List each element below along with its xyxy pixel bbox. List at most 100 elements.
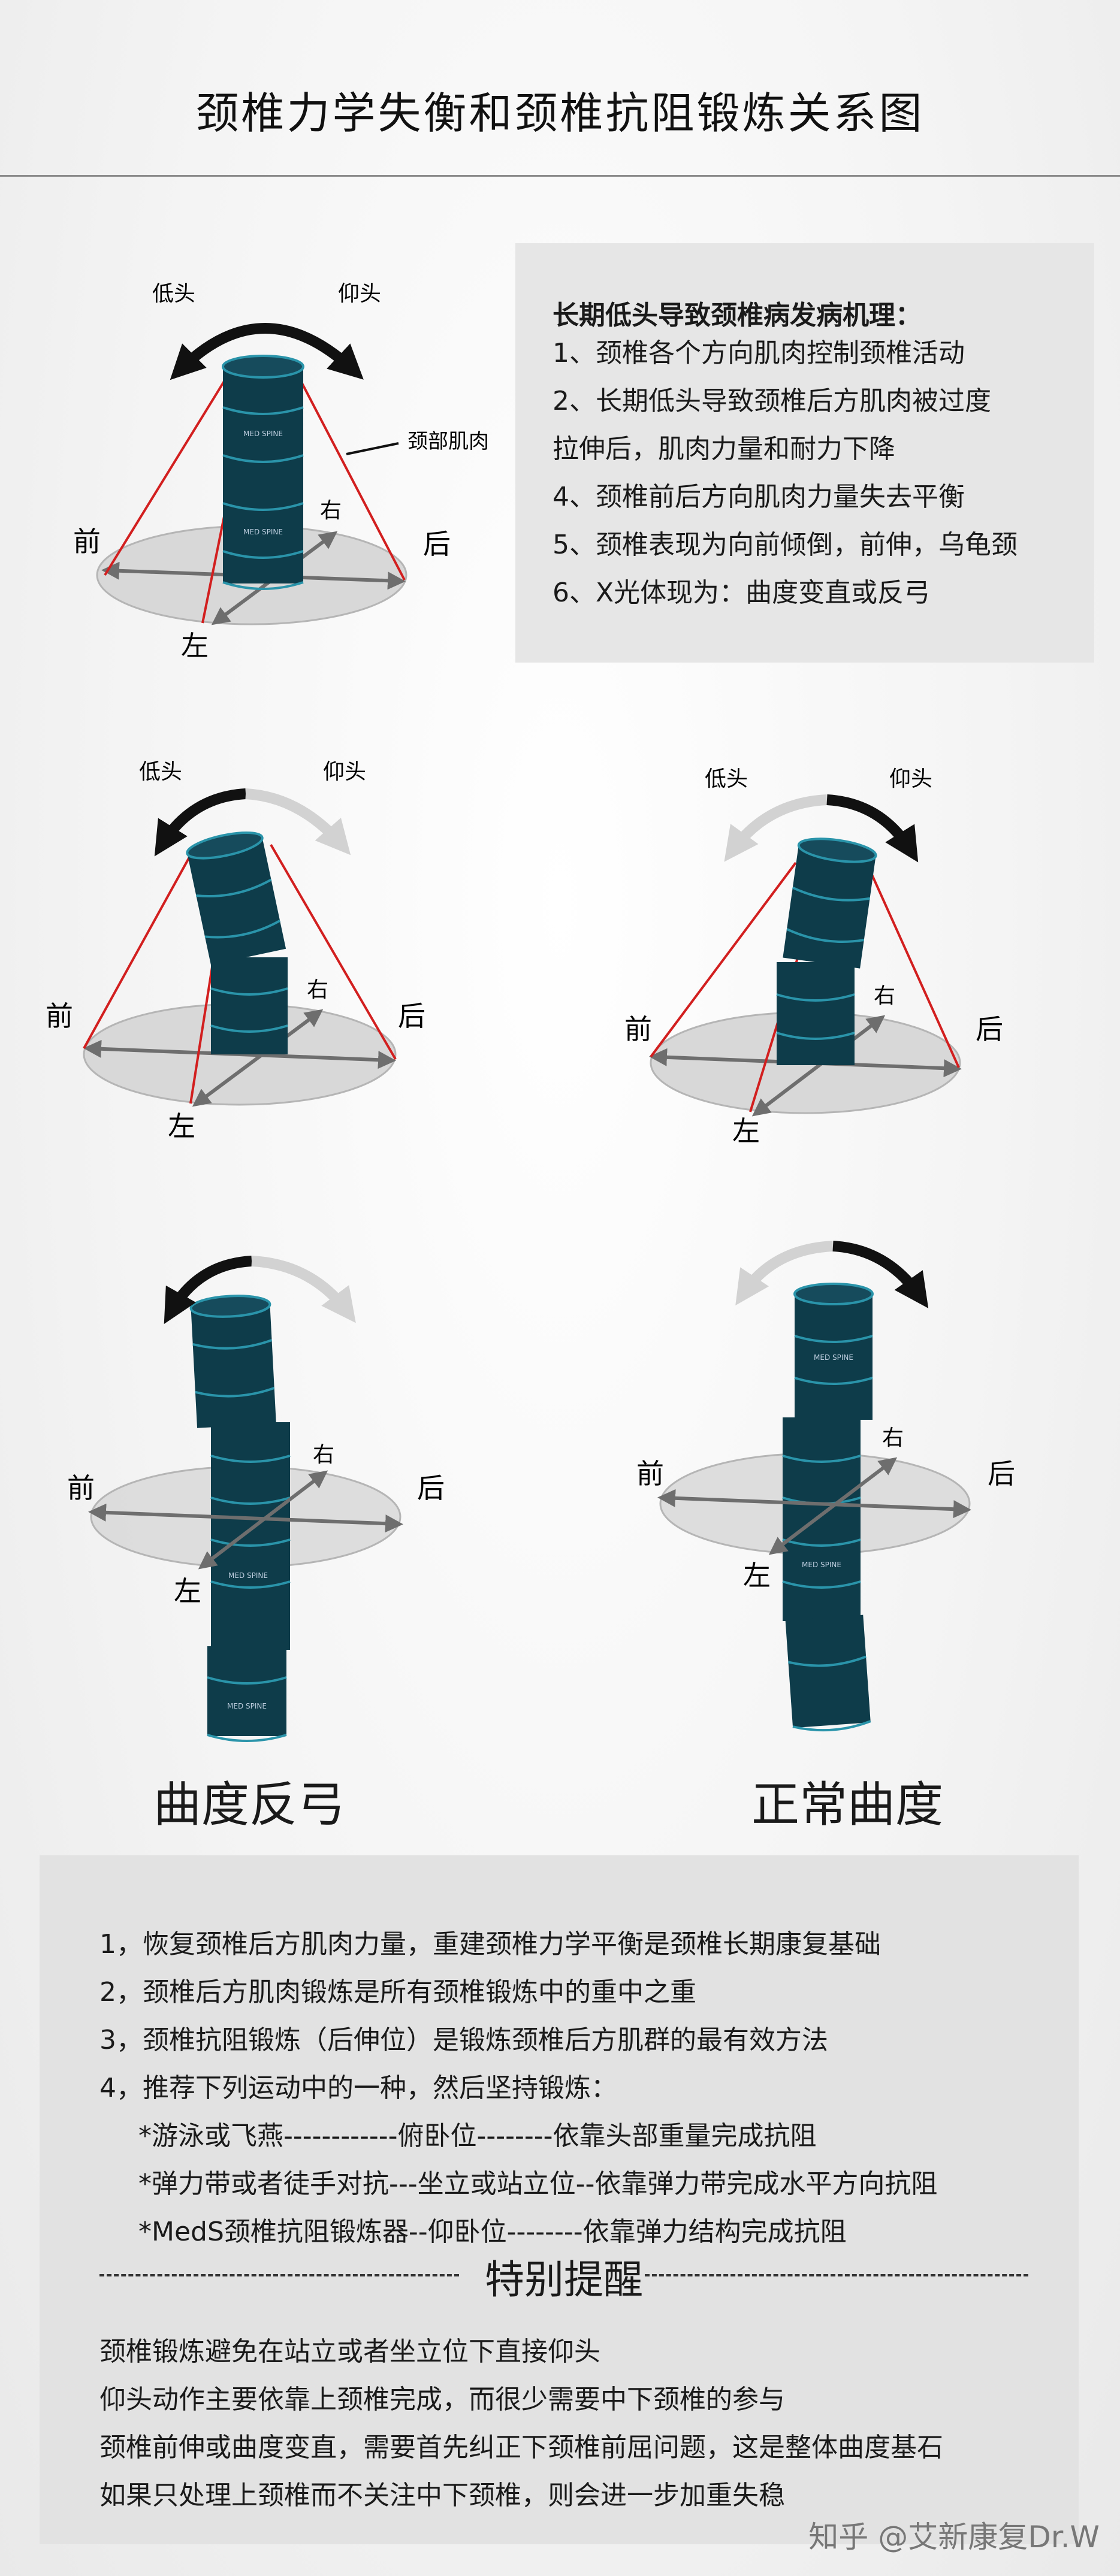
spine-disc-ring bbox=[222, 502, 304, 511]
rotation-arrow-light bbox=[724, 794, 828, 862]
normal-curve-caption: 正常曲度 bbox=[751, 1777, 943, 1833]
rotation-arrow bbox=[170, 323, 364, 380]
exercise-item: *弹力带或者徒手对抗---坐立或站立位--依靠弹力带完成水平方向抗阻 bbox=[138, 2169, 938, 2199]
uphead-label: 仰头 bbox=[338, 282, 381, 306]
reminder-note: 如果只处理上颈椎而不关注中下颈椎，则会进一步加重失稳 bbox=[99, 2480, 785, 2511]
mechanism-line: 1、颈椎各个方向肌肉控制颈椎活动 bbox=[553, 338, 965, 368]
spine-disc-ring bbox=[222, 454, 304, 463]
spine-disc-ring bbox=[210, 1580, 291, 1589]
back-label: 后 bbox=[976, 1013, 1003, 1045]
diagram-reverse-curve: MED SPINE MED SPINE 前 后 左 右 bbox=[67, 1256, 445, 1742]
page-title: 颈椎力学失衡和颈椎抗阻锻炼关系图 bbox=[195, 88, 925, 138]
front-muscle-line bbox=[104, 376, 228, 576]
muscle-label: 颈部肌肉 bbox=[407, 430, 489, 453]
brand-mark: MED SPINE bbox=[243, 430, 283, 438]
brand-mark: MED SPINE bbox=[243, 528, 283, 536]
muscle-pointer-line bbox=[346, 442, 399, 455]
back-muscle-line bbox=[865, 862, 960, 1068]
spine-top-cap bbox=[793, 1283, 874, 1305]
watermark: 知乎 @艾新康复Dr.W bbox=[808, 2520, 1100, 2554]
front-label: 前 bbox=[636, 1458, 664, 1490]
spine-diagrams: MED SPINE MED SPINE 低头 仰头 颈部肌肉 前 后 左 右 bbox=[46, 282, 1015, 1742]
uphead-label: 仰头 bbox=[889, 767, 932, 791]
spine-disc-ring bbox=[195, 1386, 275, 1398]
spine-lower bbox=[211, 957, 288, 1054]
diagram-neutral: MED SPINE MED SPINE 低头 仰头 颈部肌肉 前 后 左 右 bbox=[73, 282, 489, 662]
spine-disc-ring bbox=[192, 1339, 273, 1350]
spine-upper bbox=[783, 845, 876, 969]
special-reminder-title: 特别提醒 bbox=[485, 2257, 643, 2303]
lowhead-label: 低头 bbox=[152, 282, 195, 306]
lowhead-label: 低头 bbox=[139, 760, 182, 784]
front-label: 前 bbox=[46, 1000, 73, 1032]
back-label: 后 bbox=[423, 528, 451, 560]
spine-disc-ring bbox=[196, 878, 272, 897]
reminder-note: 仰头动作主要依靠上颈椎完成，而很少需要中下颈椎的参与 bbox=[99, 2384, 785, 2415]
spine-disc-ring bbox=[782, 1580, 861, 1589]
spine-disc-ring bbox=[776, 993, 855, 1002]
divider-dash-right bbox=[645, 2274, 1028, 2276]
right-label: 右 bbox=[874, 984, 895, 1008]
exercise-item: *游泳或飞燕------------俯卧位--------依靠头部重量完成抗阻 bbox=[138, 2121, 817, 2151]
mechanism-info-box: 长期低头导致颈椎病发病机理： 1、颈椎各个方向肌肉控制颈椎活动 2、长期低头导致… bbox=[515, 243, 1094, 663]
spine-disc-ring bbox=[222, 406, 304, 415]
spine-disc-ring bbox=[204, 920, 281, 939]
spine-lower bbox=[777, 962, 855, 1065]
left-right-axis bbox=[192, 1009, 324, 1107]
spine-disc-ring bbox=[207, 1676, 287, 1685]
back-label: 后 bbox=[988, 1458, 1015, 1490]
rotation-arrow-dark bbox=[154, 788, 246, 857]
right-label: 右 bbox=[320, 498, 342, 523]
cervical-spine-column bbox=[186, 831, 288, 1054]
spine-disc-ring bbox=[222, 581, 304, 590]
left-label: 左 bbox=[732, 1115, 760, 1147]
back-muscle-line bbox=[270, 843, 397, 1060]
left-right-axis bbox=[768, 1457, 898, 1555]
diagram-head-up: 低头 仰头 前 后 左 右 bbox=[624, 767, 1003, 1147]
spine-disc-ring bbox=[788, 1655, 867, 1667]
spine-top-cap bbox=[222, 355, 304, 379]
spine-upper bbox=[191, 1304, 276, 1428]
advice-point: 3，颈椎抗阻锻炼（后伸位）是锻炼颈椎后方肌群的最有效方法 bbox=[99, 2025, 828, 2055]
diagram-normal-curve: MED SPINE MED SPINE 前 后 左 右 bbox=[636, 1241, 1015, 1732]
rotation-arrow-light bbox=[251, 1256, 356, 1323]
brand-mark: MED SPINE bbox=[227, 1702, 267, 1710]
brand-mark: MED SPINE bbox=[228, 1571, 268, 1580]
spine-middle bbox=[783, 1417, 861, 1621]
reminder-note: 颈椎锻炼避免在站立或者坐立位下直接仰头 bbox=[99, 2336, 600, 2367]
left-right-axis bbox=[751, 1015, 886, 1117]
mechanism-line: 拉伸后，肌肉力量和耐力下降 bbox=[553, 434, 895, 464]
left-label: 左 bbox=[174, 1575, 201, 1607]
spine-disc-ring bbox=[207, 1734, 287, 1742]
uphead-label: 仰头 bbox=[323, 760, 366, 784]
cervical-spine-column: MED SPINE MED SPINE bbox=[222, 355, 304, 590]
divider-dash-left bbox=[99, 2274, 459, 2276]
spine-body bbox=[223, 367, 303, 583]
rotation-arrow-dark bbox=[826, 794, 919, 863]
spine-lower bbox=[207, 1646, 286, 1736]
right-label: 右 bbox=[307, 978, 328, 1002]
spine-top-cap bbox=[797, 837, 877, 863]
spine-disc-ring bbox=[786, 928, 865, 943]
front-label: 前 bbox=[624, 1013, 652, 1045]
cervical-spine-column bbox=[776, 837, 877, 1065]
header: 颈椎力学失衡和颈椎抗阻锻炼关系图 bbox=[0, 0, 1120, 177]
mechanism-line: 6、X光体现为：曲度变直或反弓 bbox=[553, 578, 931, 608]
left-right-axis bbox=[198, 1470, 328, 1570]
advice-point: 2，颈椎后方肌肉锻炼是所有颈椎锻炼中的重中之重 bbox=[99, 1977, 696, 2007]
rotation-arrow-light bbox=[735, 1241, 834, 1306]
front-label: 前 bbox=[73, 525, 101, 558]
left-label: 左 bbox=[168, 1110, 195, 1142]
spine-disc-ring bbox=[794, 1335, 873, 1343]
spine-middle bbox=[211, 1422, 290, 1650]
diagram-head-down: 低头 仰头 前 后 左 右 bbox=[46, 760, 425, 1142]
front-muscle-line bbox=[83, 850, 194, 1049]
rotation-arrow-light bbox=[245, 788, 351, 855]
spine-disc-ring bbox=[792, 886, 870, 902]
special-reminder-divider: 特别提醒 bbox=[99, 2248, 1028, 2303]
spine-disc-ring bbox=[210, 1455, 291, 1463]
exercise-item: *MedS颈椎抗阻锻炼器--仰卧位--------依靠弹力结构完成抗阻 bbox=[138, 2217, 847, 2247]
mechanism-line: 2、长期低头导致颈椎后方肌肉被过度 bbox=[553, 386, 991, 416]
spine-disc-ring bbox=[794, 1377, 873, 1385]
advice-point: 1，恢复颈椎后方肌肉力量，重建颈椎力学平衡是颈椎长期康复基础 bbox=[99, 1929, 881, 1960]
